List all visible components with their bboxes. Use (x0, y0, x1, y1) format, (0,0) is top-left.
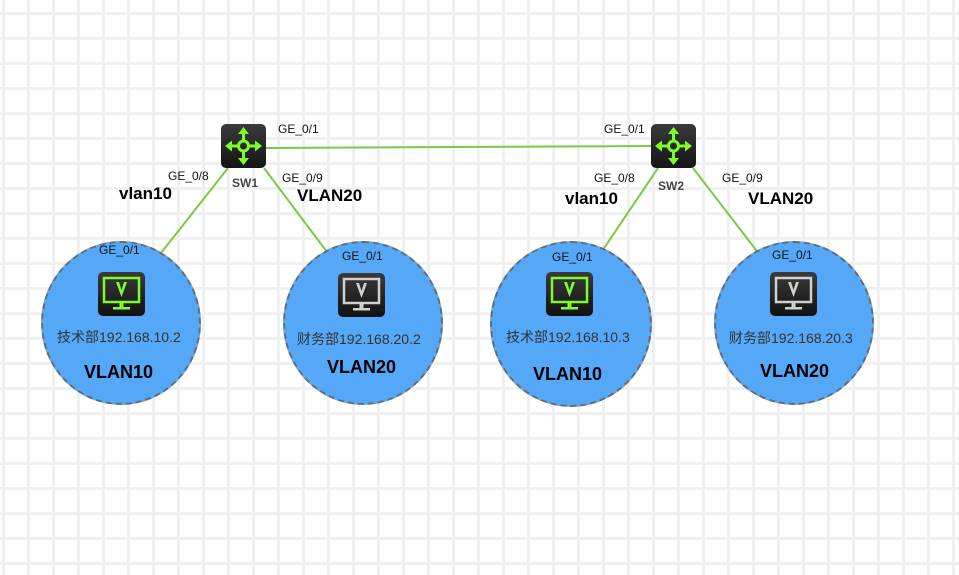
pc-monitor-gray-icon (774, 276, 813, 310)
switch-name-sw2: SW2 (658, 179, 685, 193)
host-label-host2: 财务部192.168.20.2 (297, 331, 421, 347)
port-label-sw2-right: GE_0/9 (722, 171, 763, 185)
vlan-label-sw2-right: VLAN20 (748, 189, 814, 208)
pc-monitor-green-icon (550, 276, 589, 310)
router-arrows-icon (225, 127, 262, 165)
vlan-label-sw2-left: vlan10 (565, 189, 618, 208)
host-label-host4: 财务部192.168.20.3 (729, 330, 853, 346)
port-label-sw2-left: GE_0/8 (594, 171, 635, 185)
vlan-label-sw1-left: vlan10 (119, 184, 172, 203)
port-label-sw2-up: GE_0/1 (604, 122, 645, 136)
vlan-tag-host4: VLAN20 (760, 361, 830, 381)
port-label-sw1-right: GE_0/9 (282, 171, 323, 185)
vlan-zone-host2 (283, 241, 443, 405)
port-label-host2: GE_0/1 (342, 249, 383, 263)
pc-host1[interactable] (98, 272, 145, 316)
host-label-host3: 技术部192.168.10.3 (506, 329, 630, 345)
vlan-tag-host1: VLAN10 (84, 362, 154, 382)
host-label-host1: 技术部192.168.10.2 (57, 329, 181, 345)
pc-host4[interactable] (770, 272, 817, 316)
port-label-host3: GE_0/1 (552, 250, 593, 264)
vlan-label-sw1-right: VLAN20 (297, 186, 363, 205)
vlan-zone-host4 (714, 241, 874, 405)
port-label-sw1-left: GE_0/8 (168, 169, 209, 183)
pc-host2[interactable] (338, 273, 385, 317)
pc-host3[interactable] (546, 272, 593, 316)
router-arrows-icon (655, 127, 692, 165)
vlan-zone-host3 (490, 241, 652, 407)
switch-sw1[interactable] (221, 124, 266, 168)
switch-sw2[interactable] (651, 124, 696, 168)
switch-name-sw1: SW1 (232, 176, 259, 190)
vlan-tag-host2: VLAN20 (327, 357, 397, 377)
port-label-host1: GE_0/1 (99, 243, 140, 257)
vlan-tag-host3: VLAN10 (533, 364, 603, 384)
port-label-host4: GE_0/1 (772, 248, 813, 262)
pc-monitor-green-icon (102, 276, 141, 310)
pc-monitor-gray-icon (342, 277, 381, 311)
port-label-sw1-up: GE_0/1 (278, 122, 319, 136)
vlan-zone-host1 (41, 241, 201, 405)
link-sw1-sw2[interactable] (265, 145, 652, 149)
